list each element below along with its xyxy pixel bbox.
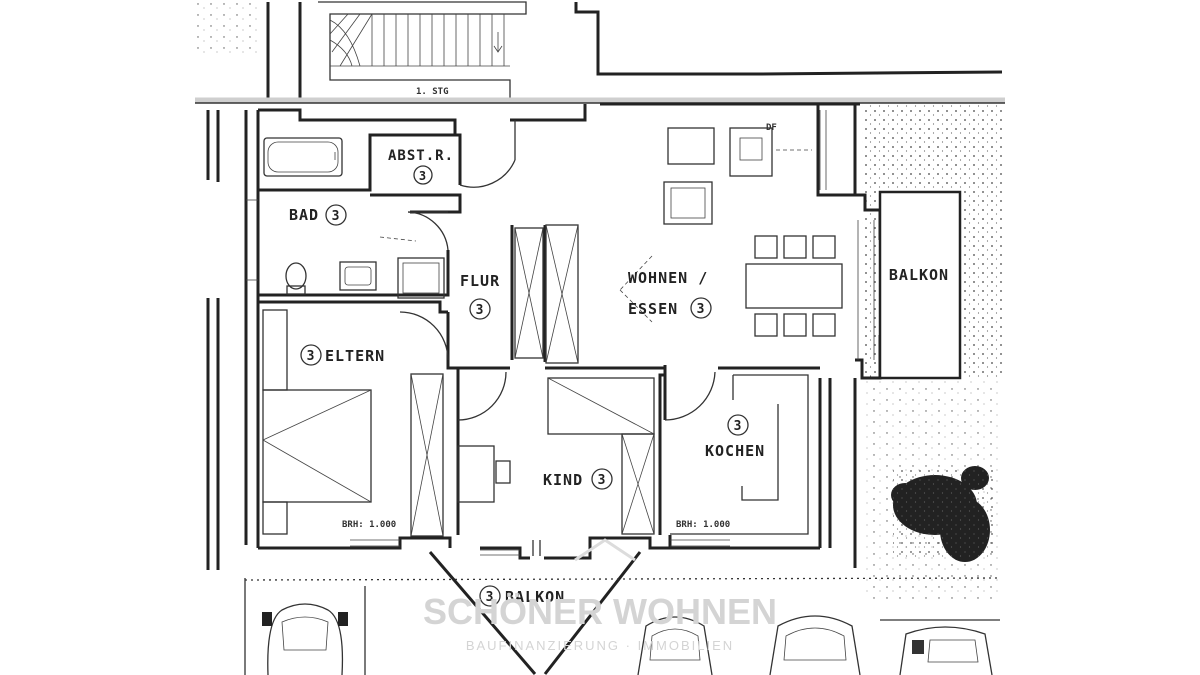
car-icon bbox=[262, 603, 348, 675]
wardrobe-hall bbox=[514, 224, 579, 364]
room-number: 3 bbox=[486, 590, 495, 605]
room-eltern: 3 ELTERN bbox=[300, 344, 385, 366]
room-label-abst: ABST.R. bbox=[388, 148, 454, 164]
chimney-label: DF bbox=[766, 123, 777, 133]
room-label-kochen: KOCHEN bbox=[705, 442, 765, 460]
desk-icon bbox=[457, 445, 511, 503]
room-flur: FLUR 3 bbox=[460, 272, 500, 320]
parapet-height-left: BRH: 1.000 bbox=[342, 520, 396, 530]
room-abstellraum: ABST.R. 3 bbox=[388, 148, 454, 185]
toilet-icon bbox=[285, 262, 307, 295]
room-balkon-bottom: 3 BALKON bbox=[479, 585, 565, 607]
room-label-kind: KIND bbox=[543, 471, 583, 489]
room-number: 3 bbox=[697, 302, 706, 317]
room-label-bad: BAD bbox=[289, 206, 319, 224]
room-number: 3 bbox=[598, 473, 607, 488]
room-number: 3 bbox=[476, 303, 485, 318]
room-number: 3 bbox=[332, 209, 341, 224]
room-bad: BAD 3 bbox=[289, 204, 347, 226]
room-label-eltern: ELTERN bbox=[325, 347, 385, 365]
room-label-balkon: BALKON bbox=[505, 588, 565, 606]
room-wohnen-essen: WOHNEN / ESSEN 3 bbox=[628, 269, 712, 319]
car-icon bbox=[769, 615, 861, 675]
parapet-height-right: BRH: 1.000 bbox=[676, 520, 730, 530]
stair-label: 1. STG bbox=[416, 87, 449, 97]
chimney-icon bbox=[729, 127, 812, 177]
room-label-flur: FLUR bbox=[460, 272, 500, 290]
shower-icon bbox=[397, 257, 445, 299]
wardrobe-kind bbox=[621, 433, 655, 535]
watermark-logo-icon bbox=[574, 538, 636, 562]
windows bbox=[246, 110, 875, 556]
watermark: SCHÖNER WOHNEN BAUFINANZIERUNG · IMMOBIL… bbox=[423, 538, 777, 653]
carport bbox=[244, 577, 1001, 675]
doors bbox=[399, 120, 716, 556]
watermark-title: SCHÖNER WOHNEN bbox=[423, 591, 777, 632]
balcony-bottom bbox=[428, 551, 642, 675]
double-bed-icon bbox=[262, 309, 372, 535]
outside-area-top-left bbox=[196, 2, 262, 58]
room-kind: KIND 3 bbox=[543, 468, 613, 490]
bathtub-icon bbox=[263, 137, 343, 177]
room-number: 3 bbox=[734, 419, 743, 434]
dining-table-icon bbox=[745, 235, 843, 337]
room-kochen: 3 KOCHEN bbox=[705, 414, 765, 460]
balcony-right bbox=[878, 190, 962, 380]
room-balkon-right: BALKON bbox=[889, 266, 949, 284]
wardrobe-eltern bbox=[410, 373, 444, 537]
direction-arrow-icon bbox=[619, 255, 653, 323]
room-number: 3 bbox=[419, 169, 427, 183]
stair-steps bbox=[329, 13, 510, 67]
armchair-icon bbox=[663, 127, 715, 225]
room-number: 3 bbox=[307, 349, 316, 364]
wall-top-right bbox=[574, 2, 1003, 76]
interior-walls bbox=[258, 133, 820, 548]
room-label-balkon: BALKON bbox=[889, 266, 949, 284]
stairwell bbox=[266, 1, 527, 100]
room-label-wohnen: WOHNEN / bbox=[628, 269, 708, 287]
watermark-subtitle: BAUFINANZIERUNG · IMMOBILIEN bbox=[466, 638, 734, 653]
car-icon bbox=[637, 616, 713, 675]
room-label-essen: ESSEN bbox=[628, 300, 678, 318]
sink-icon bbox=[339, 261, 377, 291]
kitchen-counter bbox=[670, 374, 809, 535]
single-bed-icon bbox=[547, 377, 655, 435]
car-icon bbox=[899, 626, 993, 675]
